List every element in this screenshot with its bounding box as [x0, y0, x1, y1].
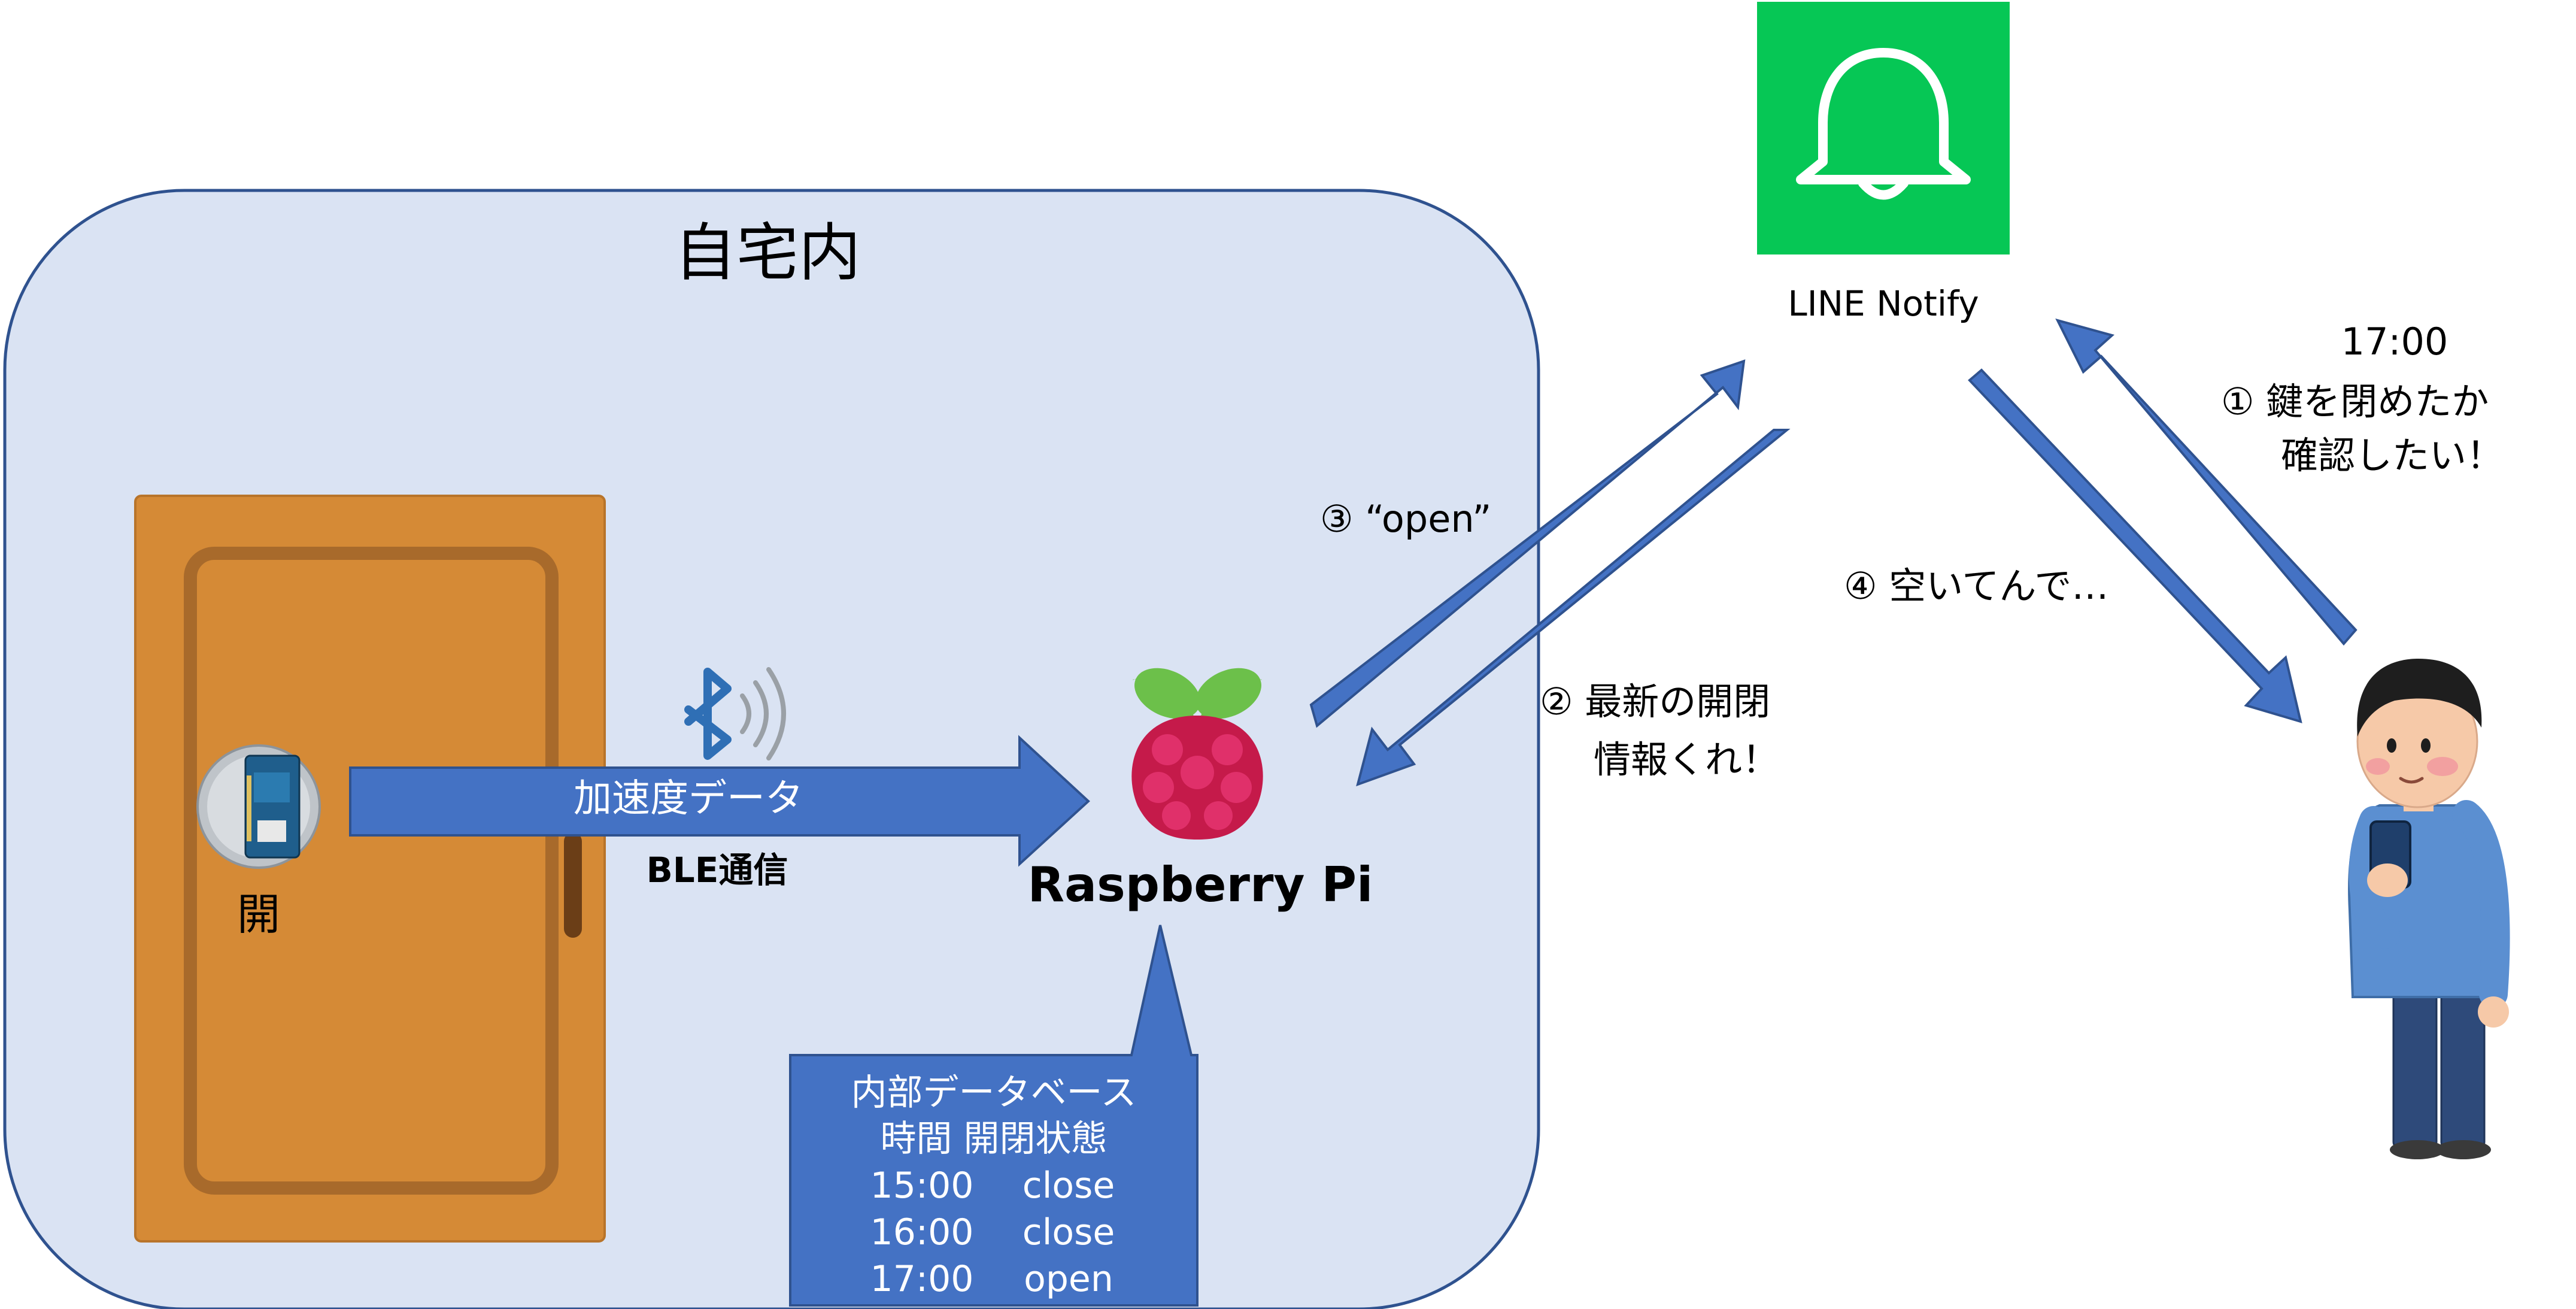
step2-arrow [1356, 429, 1791, 787]
door-illustration [134, 495, 606, 1243]
step3-label: ③ “open” [1320, 497, 1491, 541]
line-notify-label: LINE Notify [1788, 283, 1979, 324]
door-sensor-device [196, 744, 321, 869]
db-row-2-time: 16:00 [870, 1211, 974, 1253]
bluetooth-icon [684, 667, 786, 760]
person-with-smartphone-illustration [2348, 659, 2510, 1159]
step2-line1: ② 最新の開閉 [1540, 680, 1770, 723]
ble-label: BLE通信 [647, 850, 788, 890]
line-notify-logo [1757, 2, 2010, 254]
step1-arrow [2055, 318, 2357, 646]
acceleration-data-label: 加速度データ [574, 777, 803, 821]
step3-arrow [1309, 359, 1746, 728]
db-row-1-state: close [1022, 1165, 1115, 1207]
database-header: 時間 開閉状態 [880, 1118, 1107, 1160]
db-row-1-time: 15:00 [870, 1165, 974, 1207]
raspberry-pi-logo-icon [1131, 668, 1263, 840]
bell-icon [1796, 48, 1971, 200]
door-handle [564, 832, 582, 938]
database-title: 内部データベース [851, 1072, 1137, 1114]
step4-label: ④ 空いてんで… [1844, 564, 2108, 608]
raspberry-pi-label: Raspberry Pi [1028, 857, 1373, 913]
step1-line1: ① 鍵を閉めたか [2221, 380, 2489, 423]
door-state-label: 開 [237, 889, 280, 940]
db-row-3-state: open [1024, 1258, 1113, 1300]
step1-time: 17:00 [2341, 320, 2448, 363]
db-row-2-state: close [1022, 1211, 1115, 1253]
home-title: 自宅内 [674, 216, 861, 289]
database-callout [789, 925, 1199, 1307]
db-row-3-time: 17:00 [870, 1258, 974, 1300]
step2-line2: 情報くれ！ [1594, 738, 1779, 781]
step4-arrow [1968, 368, 2302, 723]
step1-line2: 確認したい！ [2281, 434, 2504, 477]
acceleration-data-arrow [349, 735, 1090, 867]
